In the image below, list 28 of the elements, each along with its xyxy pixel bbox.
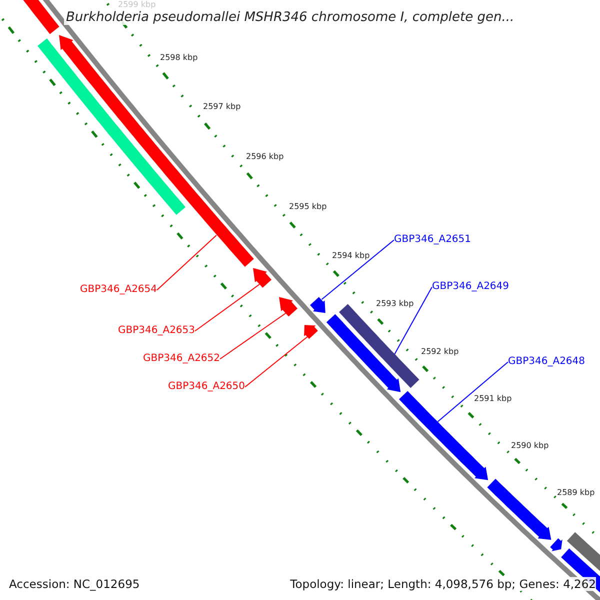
scale-label: 2598 kbp: [160, 53, 198, 62]
scale-label: 2595 kbp: [289, 202, 327, 211]
leader-line: [321, 240, 394, 300]
leader-line: [437, 362, 508, 422]
scale-label: 2597 kbp: [203, 102, 241, 111]
gene-label: GBP346_A2649: [432, 281, 510, 293]
scale-label: 2594 kbp: [332, 251, 370, 260]
gene-feature: [310, 296, 326, 313]
gene-label: GBP346_A2651: [394, 234, 472, 246]
scale-label: 2591 kbp: [474, 394, 512, 403]
accession-text: Accession: NC_012695: [9, 577, 140, 591]
scale-label: 2593 kbp: [376, 299, 414, 308]
leader-line: [194, 284, 260, 332]
gene-label: GBP346_A2654: [80, 284, 158, 296]
gene-label: GBP346_A2652: [143, 353, 220, 365]
gene-label: GBP346_A2650: [168, 381, 246, 393]
leader-line: [394, 286, 432, 355]
gene-feature: [253, 268, 272, 288]
genome-summary-text: Topology: linear; Length: 4,098,576 bp; Genes: 4,262: [290, 577, 596, 591]
scale-label: 2596 kbp: [246, 152, 284, 161]
leader-line: [220, 312, 286, 360]
gene-label: GBP346_A2653: [118, 325, 196, 337]
leader-line: [156, 234, 217, 290]
gene-feature: [304, 324, 318, 338]
gene-label: GBP346_A2648: [508, 356, 586, 368]
gene-feature: [279, 297, 298, 317]
scale-label: 2589 kbp: [557, 488, 595, 497]
leader-line: [244, 336, 308, 388]
